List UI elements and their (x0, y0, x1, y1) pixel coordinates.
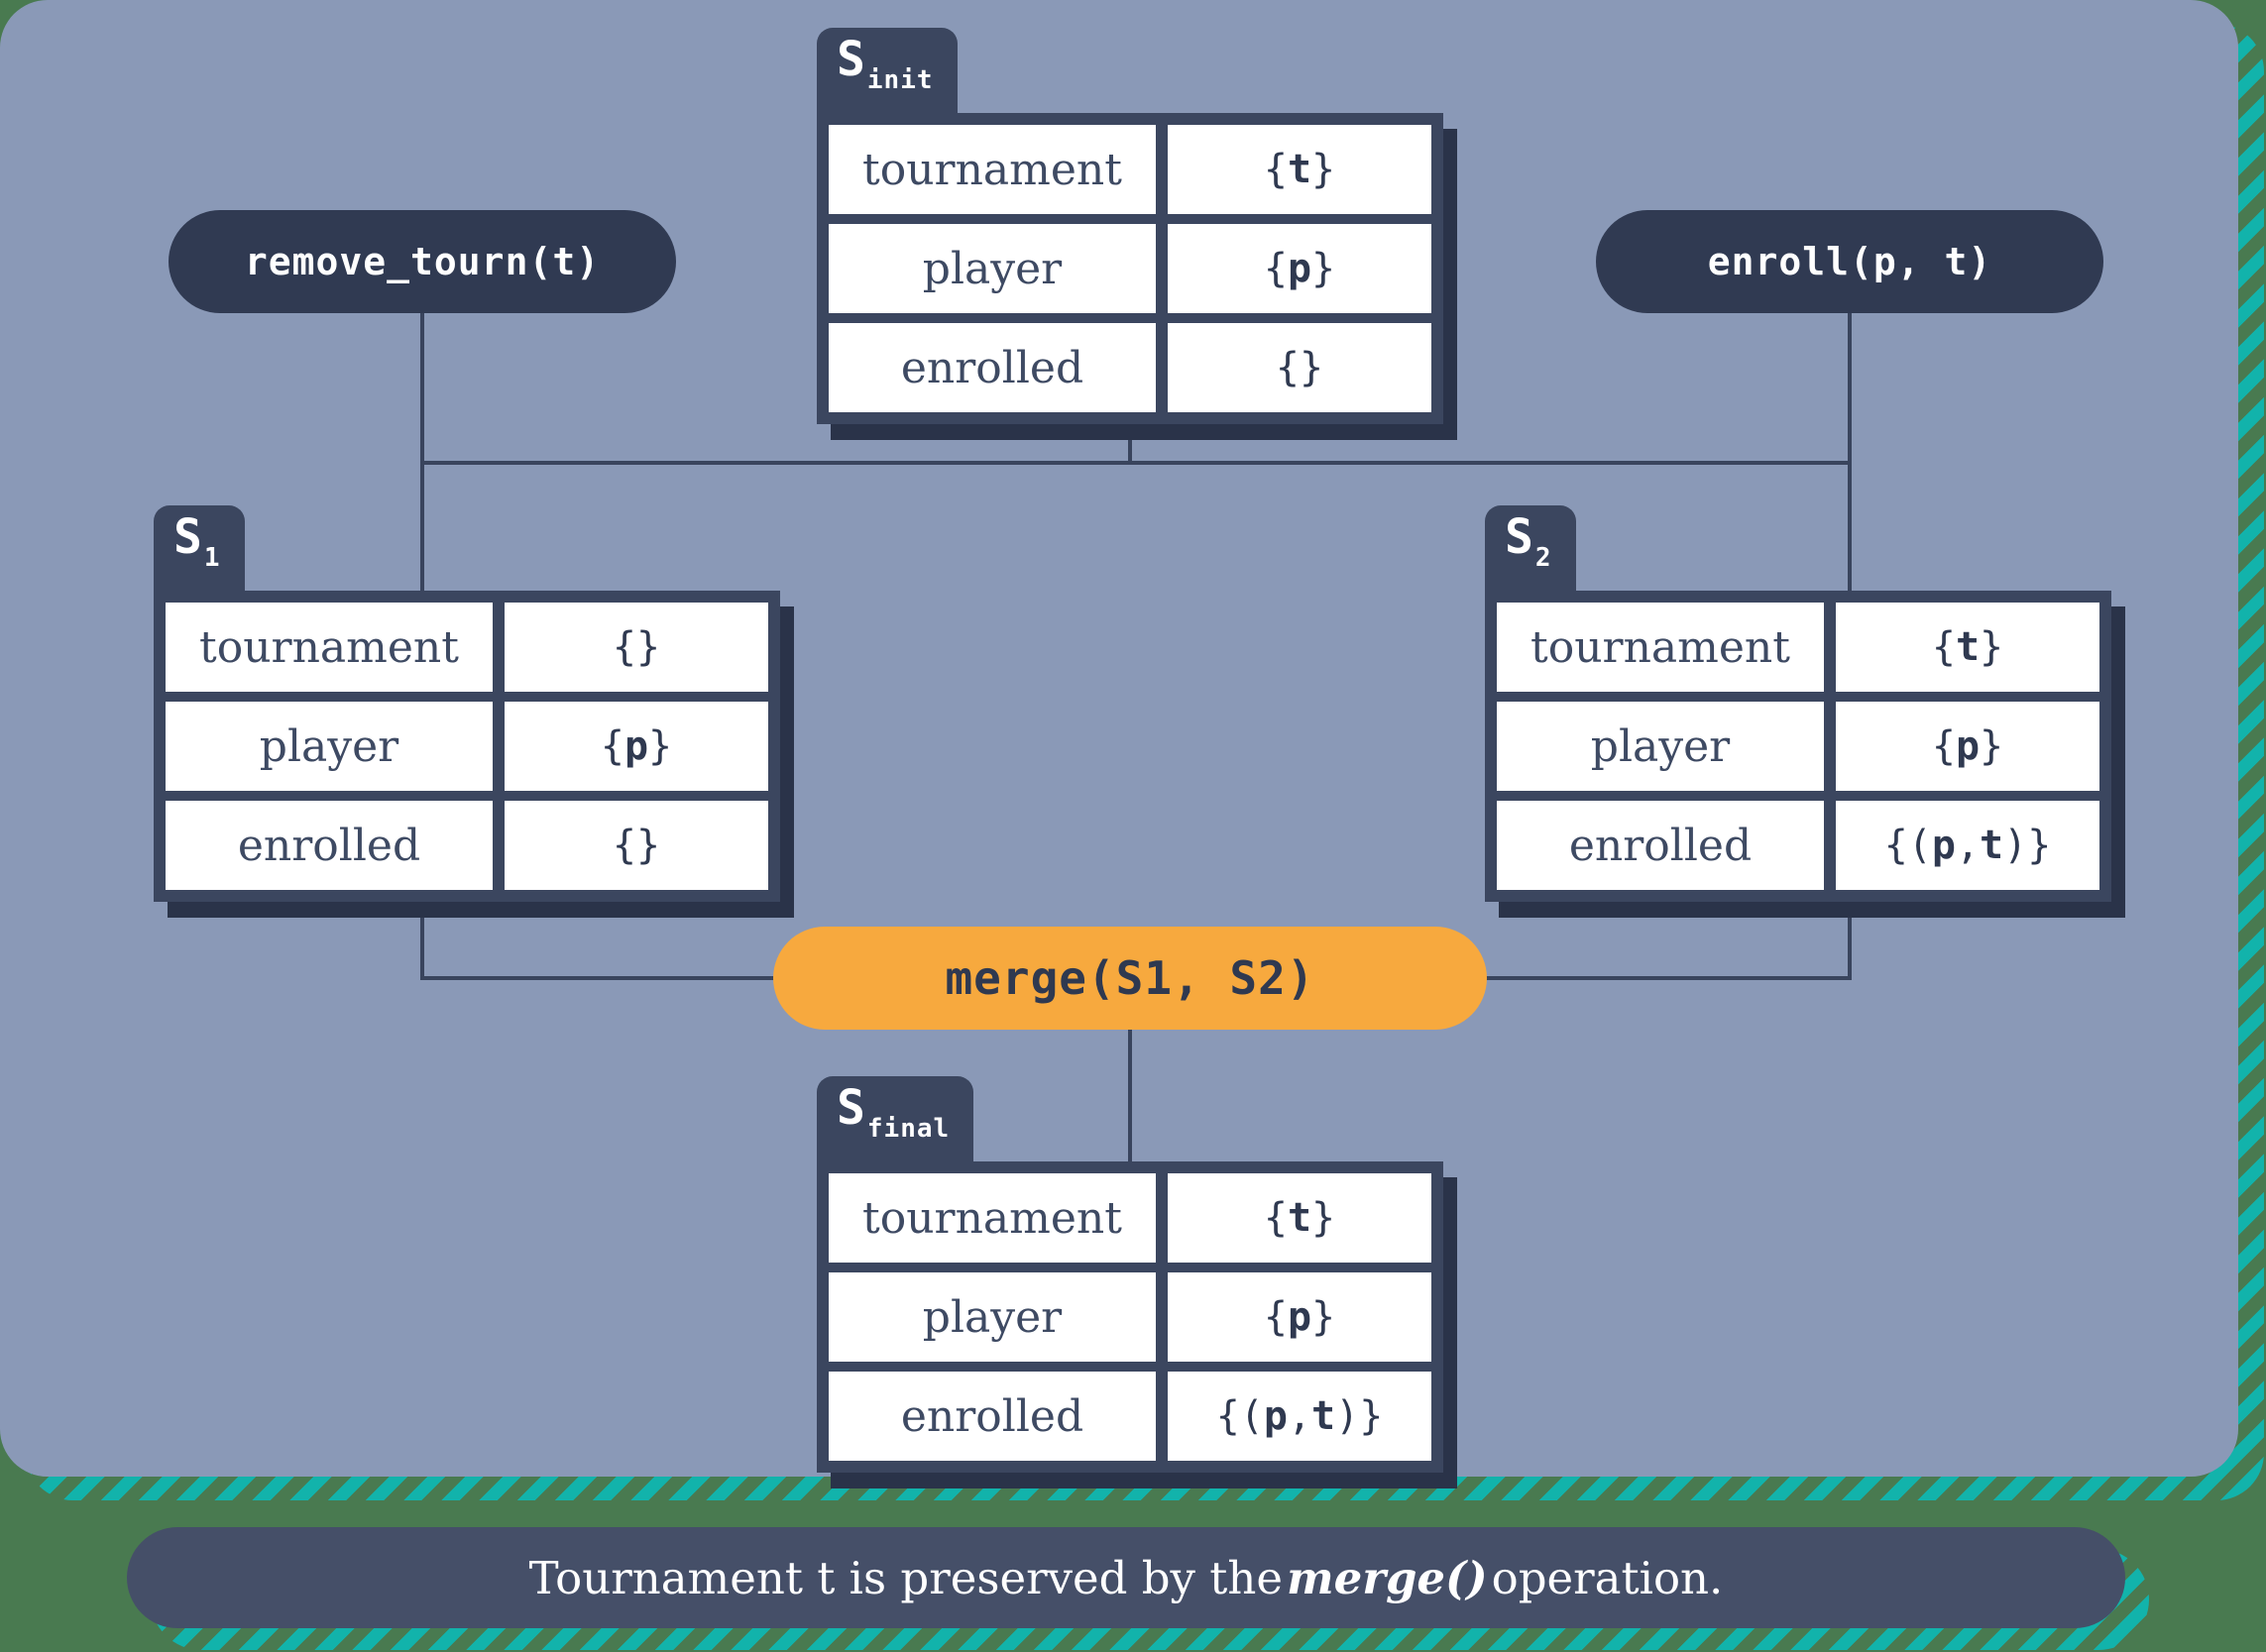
row-value: {} (505, 603, 768, 692)
state-tab-base: S (837, 1080, 865, 1136)
row-label: player (166, 702, 493, 791)
row-label: tournament (829, 125, 1156, 214)
merge-operation-pill: merge(S1, S2) (773, 927, 1487, 1030)
state-table-s2: S 2 tournament {t} player {p} enrolled {… (1485, 505, 2111, 902)
connector-sinit-down (1128, 424, 1132, 464)
state-tab-s-final: S final (817, 1076, 974, 1173)
row-value: {t} (1168, 1173, 1431, 1263)
row-label: enrolled (829, 1372, 1156, 1461)
state-table-s-init: S init tournament {t} player {p} enrolle… (817, 28, 1443, 424)
connector-remove-to-s1 (420, 313, 424, 595)
row-value: {t} (1836, 603, 2099, 692)
connector-horizontal-main (422, 461, 1852, 465)
enroll-operation-pill: enroll(p, t) (1596, 210, 2103, 313)
caption-text-prefix: Tournament t is preserved by the (528, 1551, 1283, 1604)
row-label: player (829, 224, 1156, 313)
state-grid: tournament {t} player {p} enrolled {(p, … (817, 1161, 1443, 1473)
state-tab-subscript: init (866, 65, 934, 95)
state-tab-subscript: final (866, 1114, 951, 1144)
row-label: enrolled (829, 323, 1156, 412)
caption-text-suffix: operation. (1491, 1551, 1724, 1604)
caption-banner: Tournament t is preserved by the merge()… (127, 1527, 2125, 1628)
state-tab-s1: S 1 (154, 505, 245, 603)
row-value: {p} (505, 702, 768, 791)
row-label: player (829, 1272, 1156, 1362)
row-value: {(p, t)} (1836, 801, 2099, 890)
state-tab-subscript: 2 (1534, 543, 1552, 573)
row-label: enrolled (166, 801, 493, 890)
state-tab-base: S (837, 32, 865, 87)
connector-enroll-to-s2 (1848, 313, 1852, 595)
row-value: {(p, t)} (1168, 1372, 1431, 1461)
connector-s2-down (1848, 900, 1852, 980)
connector-s1-down (420, 900, 424, 980)
row-value: {} (505, 801, 768, 890)
state-tab-base: S (1505, 509, 1533, 565)
row-label: player (1497, 702, 1824, 791)
state-grid: tournament {} player {p} enrolled {} (154, 591, 780, 902)
row-label: tournament (829, 1173, 1156, 1263)
state-grid: tournament {t} player {p} enrolled {(p, … (1485, 591, 2111, 902)
row-value: {p} (1836, 702, 2099, 791)
row-label: tournament (1497, 603, 1824, 692)
row-value: {p} (1168, 1272, 1431, 1362)
connector-s1-to-merge (420, 976, 777, 980)
state-table-s-final: S final tournament {t} player {p} enroll… (817, 1076, 1443, 1473)
row-value: {t} (1168, 125, 1431, 214)
state-table-s1: S 1 tournament {} player {p} enrolled {} (154, 505, 780, 902)
state-tab-subscript: 1 (203, 543, 221, 573)
state-grid: tournament {t} player {p} enrolled {} (817, 113, 1443, 424)
state-tab-base: S (173, 509, 202, 565)
remove-tourn-operation-pill: remove_tourn(t) (169, 210, 676, 313)
state-tab-s-init: S init (817, 28, 958, 125)
row-value: {p} (1168, 224, 1431, 313)
caption-text-emphasis: merge() (1286, 1551, 1488, 1604)
state-tab-s2: S 2 (1485, 505, 1576, 603)
row-value: {} (1168, 323, 1431, 412)
row-label: tournament (166, 603, 493, 692)
row-label: enrolled (1497, 801, 1824, 890)
connector-merge-to-sfinal (1128, 1028, 1132, 1163)
connector-s2-to-merge (1485, 976, 1852, 980)
